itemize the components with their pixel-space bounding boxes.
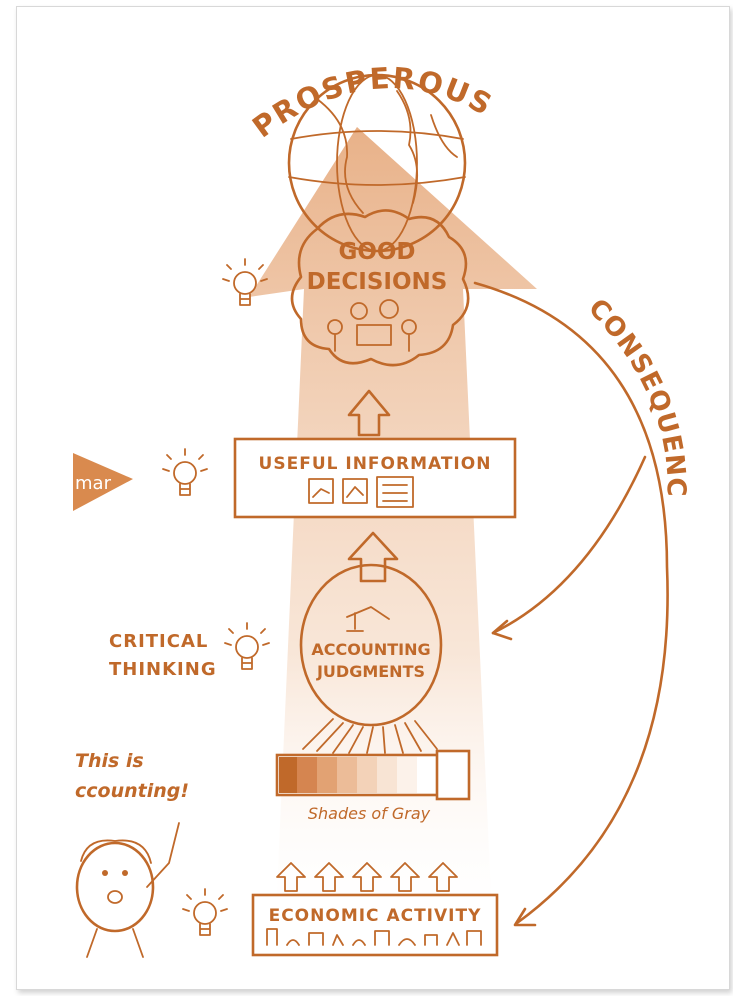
economic-activity-label: ECONOMIC ACTIVITY	[269, 906, 482, 926]
good-decisions-line1: GOOD	[338, 239, 415, 265]
critical-thinking-line1: CRITICAL	[109, 631, 208, 652]
economic-activity-box: ECONOMIC ACTIVITY	[251, 893, 499, 957]
input-arrows	[302, 718, 438, 754]
consequence-arrowhead-activity	[513, 907, 537, 927]
people-icon	[327, 299, 417, 352]
activity-up-arrows	[276, 862, 458, 892]
stick-figure-icon	[75, 822, 180, 958]
accounting-judgments-line1: ACCOUNTING	[311, 640, 430, 659]
critical-thinking-line2: THINKING	[109, 659, 217, 680]
shades-of-gray-bar: Shades of Gray	[275, 749, 471, 823]
lightbulb-icon	[222, 258, 268, 306]
useful-information-label: USEFUL INFORMATION	[259, 454, 492, 474]
shades-of-gray-label: Shades of Gray	[308, 804, 431, 823]
good-decisions-cloud: GOOD DECISIONS	[290, 209, 470, 367]
useful-information-box: USEFUL INFORMATION	[233, 437, 517, 519]
up-arrow-to-information	[347, 531, 399, 583]
consequence-curve-to-decisions	[473, 281, 669, 925]
this-is-line1: This is	[75, 750, 144, 772]
lightbulb-icon	[162, 448, 208, 496]
globe-icon	[287, 73, 467, 253]
lightbulb-icon	[224, 622, 270, 670]
lightbulb-icon	[182, 888, 228, 936]
consequence-branch-to-judgments	[491, 455, 647, 635]
chart-icon	[308, 476, 414, 508]
oil-pump-icon	[346, 606, 390, 632]
big-upward-arrow	[249, 127, 537, 937]
partial-tab-arrow	[73, 453, 133, 511]
prosperous-society-label: PROSPEROUS SOCIETY	[17, 7, 511, 144]
diagram-canvas: PROSPEROUS SOCIETY GOOD DECISIONS CONSEQ…	[17, 7, 690, 958]
diagram-frame: PROSPEROUS SOCIETY GOOD DECISIONS CONSEQ…	[16, 6, 730, 990]
up-arrow-to-decisions	[347, 389, 391, 437]
good-decisions-line2: DECISIONS	[307, 269, 448, 295]
consequence-arrowhead-judgments	[491, 619, 513, 641]
accounting-judgments-oval: ACCOUNTING JUDGMENTS	[299, 563, 443, 727]
partial-tab-label: mar	[75, 473, 112, 494]
industry-icons	[266, 928, 482, 946]
accounting-judgments-line2: JUDGMENTS	[316, 662, 425, 681]
this-is-line2: ccounting!	[75, 780, 189, 802]
